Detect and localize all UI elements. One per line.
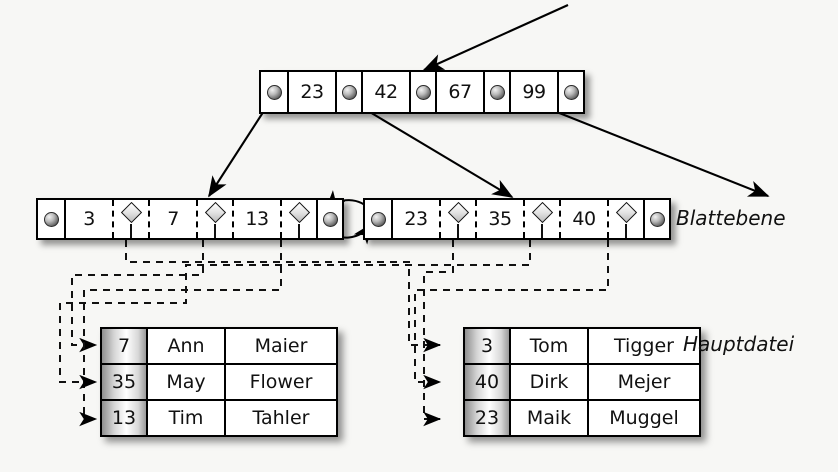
leaf-left-key-1[interactable]: 7 — [148, 200, 196, 238]
ball-pointer-icon — [322, 211, 338, 227]
root-key-1[interactable]: 42 — [361, 72, 409, 112]
child-arrow-left — [208, 99, 272, 198]
leaf-right-prev-pointer[interactable] — [365, 200, 391, 238]
ball-pointer-icon — [563, 84, 579, 100]
root-key-1-label: 42 — [374, 81, 398, 103]
main-file-table-left[interactable]: 7 Ann Maier 35 May Flower 13 Tim Tahler — [100, 327, 338, 437]
root-index-node[interactable]: 23 42 67 99 — [259, 70, 585, 114]
row-first: Dirk — [509, 363, 589, 401]
ball-pointer-icon — [370, 211, 386, 227]
leaf-left-record-1[interactable] — [196, 200, 232, 238]
row-first: May — [146, 363, 226, 401]
row-last: Muggel — [587, 399, 701, 437]
diamond-pointer-icon — [119, 201, 143, 238]
record-link-23 — [423, 240, 454, 427]
diamond-pointer-icon — [287, 201, 311, 238]
diamond-pointer-icon — [530, 201, 554, 238]
leaf-left-key-1-label: 7 — [167, 208, 179, 230]
root-pointer-4[interactable] — [557, 72, 583, 112]
row-last: Flower — [224, 363, 338, 401]
row-first: Tom — [509, 327, 589, 365]
ball-pointer-icon — [489, 84, 505, 100]
root-pointer-3[interactable] — [483, 72, 509, 112]
leaf-right-record-0[interactable] — [439, 200, 475, 238]
leaf-left-prev-pointer[interactable] — [38, 200, 64, 238]
row-first: Tim — [146, 399, 226, 437]
root-pointer-2[interactable] — [409, 72, 435, 112]
label-blattebene: Blattebene — [676, 206, 786, 230]
table-row[interactable]: 3 Tom Tigger — [463, 327, 701, 365]
table-row[interactable]: 40 Dirk Mejer — [463, 363, 701, 401]
ball-pointer-icon — [266, 84, 282, 100]
row-key: 3 — [463, 327, 511, 365]
diamond-pointer-icon — [446, 201, 470, 238]
leaf-left-key-2[interactable]: 13 — [232, 200, 280, 238]
main-file-table-right[interactable]: 3 Tom Tigger 40 Dirk Mejer 23 Maik Mugge… — [463, 327, 701, 437]
row-key: 40 — [463, 363, 511, 401]
entry-pointer-arrow — [422, 4, 569, 71]
leaf-right-key-0[interactable]: 23 — [391, 200, 439, 238]
ball-pointer-icon — [341, 84, 357, 100]
label-hauptdatei: Hauptdatei — [683, 332, 795, 356]
diamond-pointer-icon — [203, 201, 227, 238]
row-first: Ann — [146, 327, 226, 365]
leaf-left-key-0-label: 3 — [83, 208, 95, 230]
diamond-pointer-icon — [614, 201, 638, 238]
leaf-left-record-0[interactable] — [112, 200, 148, 238]
table-row[interactable]: 35 May Flower — [100, 363, 338, 401]
ball-pointer-icon — [649, 211, 665, 227]
row-key: 13 — [100, 399, 148, 437]
root-key-2-label: 67 — [448, 81, 472, 103]
leaf-right-key-0-label: 23 — [404, 208, 428, 230]
leaf-right-record-2[interactable] — [607, 200, 643, 238]
leaf-node-right[interactable]: 23 35 40 — [363, 198, 671, 240]
row-key: 35 — [100, 363, 148, 401]
leaf-right-key-1[interactable]: 35 — [475, 200, 523, 238]
leaf-node-left[interactable]: 3 7 13 — [36, 198, 344, 240]
leaf-right-key-2[interactable]: 40 — [559, 200, 607, 238]
leaf-right-next-pointer[interactable] — [643, 200, 669, 238]
row-last: Maier — [224, 327, 338, 365]
table-row[interactable]: 7 Ann Maier — [100, 327, 338, 365]
row-last: Mejer — [587, 363, 701, 401]
table-row[interactable]: 13 Tim Tahler — [100, 399, 338, 437]
root-key-2[interactable]: 67 — [435, 72, 483, 112]
root-key-3-label: 99 — [522, 81, 546, 103]
leaf-left-record-2[interactable] — [280, 200, 316, 238]
root-pointer-1[interactable] — [335, 72, 361, 112]
ball-pointer-icon — [415, 84, 431, 100]
leaf-left-key-0[interactable]: 3 — [64, 200, 112, 238]
leaf-right-key-2-label: 40 — [572, 208, 596, 230]
root-pointer-0[interactable] — [261, 72, 287, 112]
row-key: 7 — [100, 327, 148, 365]
row-key: 23 — [463, 399, 511, 437]
root-key-0-label: 23 — [300, 81, 324, 103]
leaf-left-next-pointer[interactable] — [316, 200, 342, 238]
leaf-left-key-2-label: 13 — [245, 208, 269, 230]
row-first: Maik — [509, 399, 589, 437]
ball-pointer-icon — [43, 211, 59, 227]
leaf-right-record-1[interactable] — [523, 200, 559, 238]
root-key-3[interactable]: 99 — [509, 72, 557, 112]
leaf-right-key-1-label: 35 — [488, 208, 512, 230]
table-row[interactable]: 23 Maik Muggel — [463, 399, 701, 437]
row-last: Tahler — [224, 399, 338, 437]
root-key-0[interactable]: 23 — [287, 72, 335, 112]
